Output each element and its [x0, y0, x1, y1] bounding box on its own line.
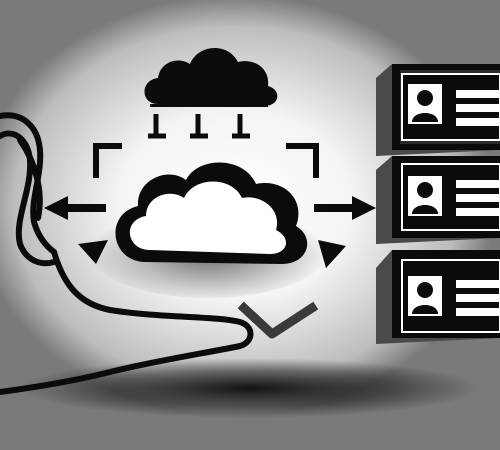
hand-outline — [0, 112, 254, 395]
info-bar — [456, 208, 500, 216]
right-arrow-icon — [314, 196, 376, 220]
small-cloud-icon — [144, 47, 278, 107]
info-bar — [456, 194, 500, 202]
chevron-down-icon — [237, 301, 319, 339]
user-avatar-icon — [408, 276, 442, 316]
down-left-arrow-icon — [78, 240, 108, 264]
user-profile-card-1 — [408, 84, 500, 126]
large-cloud-icon — [115, 162, 308, 264]
info-bar — [456, 180, 500, 188]
info-bar — [456, 104, 500, 112]
info-bar — [456, 118, 500, 126]
info-bar — [456, 90, 500, 98]
down-right-arrow-icon — [318, 240, 346, 268]
info-bar — [456, 308, 500, 316]
downlink-ticks — [148, 114, 250, 139]
floor-shadow — [20, 358, 480, 418]
user-profile-card-3 — [408, 276, 500, 316]
user-profile-card-2 — [408, 176, 500, 216]
user-avatar-icon — [408, 176, 442, 216]
info-bar — [456, 294, 500, 302]
info-bar — [456, 280, 500, 288]
user-avatar-icon — [408, 84, 442, 124]
frame-brackets — [93, 143, 319, 178]
left-arrow-icon — [44, 196, 106, 220]
